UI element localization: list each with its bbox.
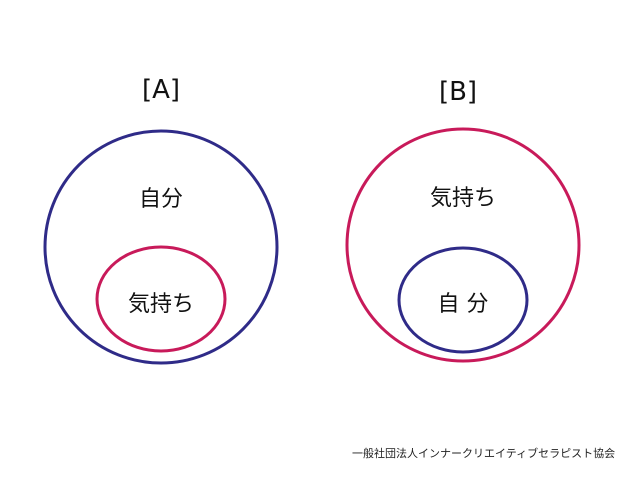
diagram-a-title: [A] <box>142 75 180 105</box>
diagram-b-outer-label: 気持ち <box>430 186 496 211</box>
diagram-a-outer-label: 自分 <box>139 187 183 212</box>
diagram-b-inner-label: 自 分 <box>438 292 489 317</box>
footer-organization: 一般社団法人インナークリエイティブセラピスト協会 <box>352 447 616 460</box>
diagram-b-outer-circle <box>345 127 581 363</box>
diagram-a: [A] 自分 気持ち <box>43 75 279 365</box>
diagram-b-title: [B] <box>439 77 477 107</box>
diagram-b-inner-circle <box>397 246 529 354</box>
diagram-b: [B] 気持ち 自 分 <box>345 77 581 363</box>
diagram-a-outer-circle <box>43 129 279 365</box>
diagram-a-inner-label: 気持ち <box>128 292 194 317</box>
diagram-a-inner-circle <box>95 245 227 353</box>
